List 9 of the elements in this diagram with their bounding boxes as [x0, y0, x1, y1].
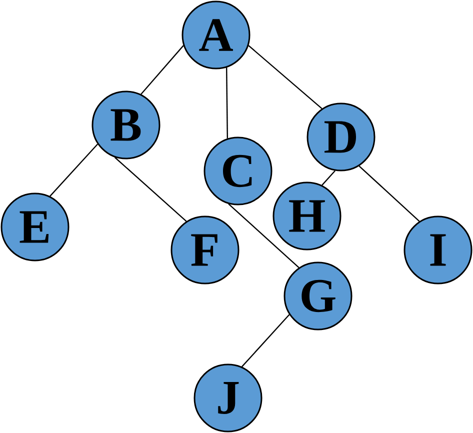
- connector-line: [226, 68, 228, 138]
- connector-line: [140, 45, 184, 95]
- connector-line: [114, 156, 187, 222]
- connector-line: [228, 203, 300, 268]
- connector-line: [248, 45, 322, 110]
- connector-line: [322, 170, 336, 186]
- connector-line: [50, 144, 98, 197]
- connector-line: [358, 166, 420, 222]
- connector-line: [242, 314, 290, 368]
